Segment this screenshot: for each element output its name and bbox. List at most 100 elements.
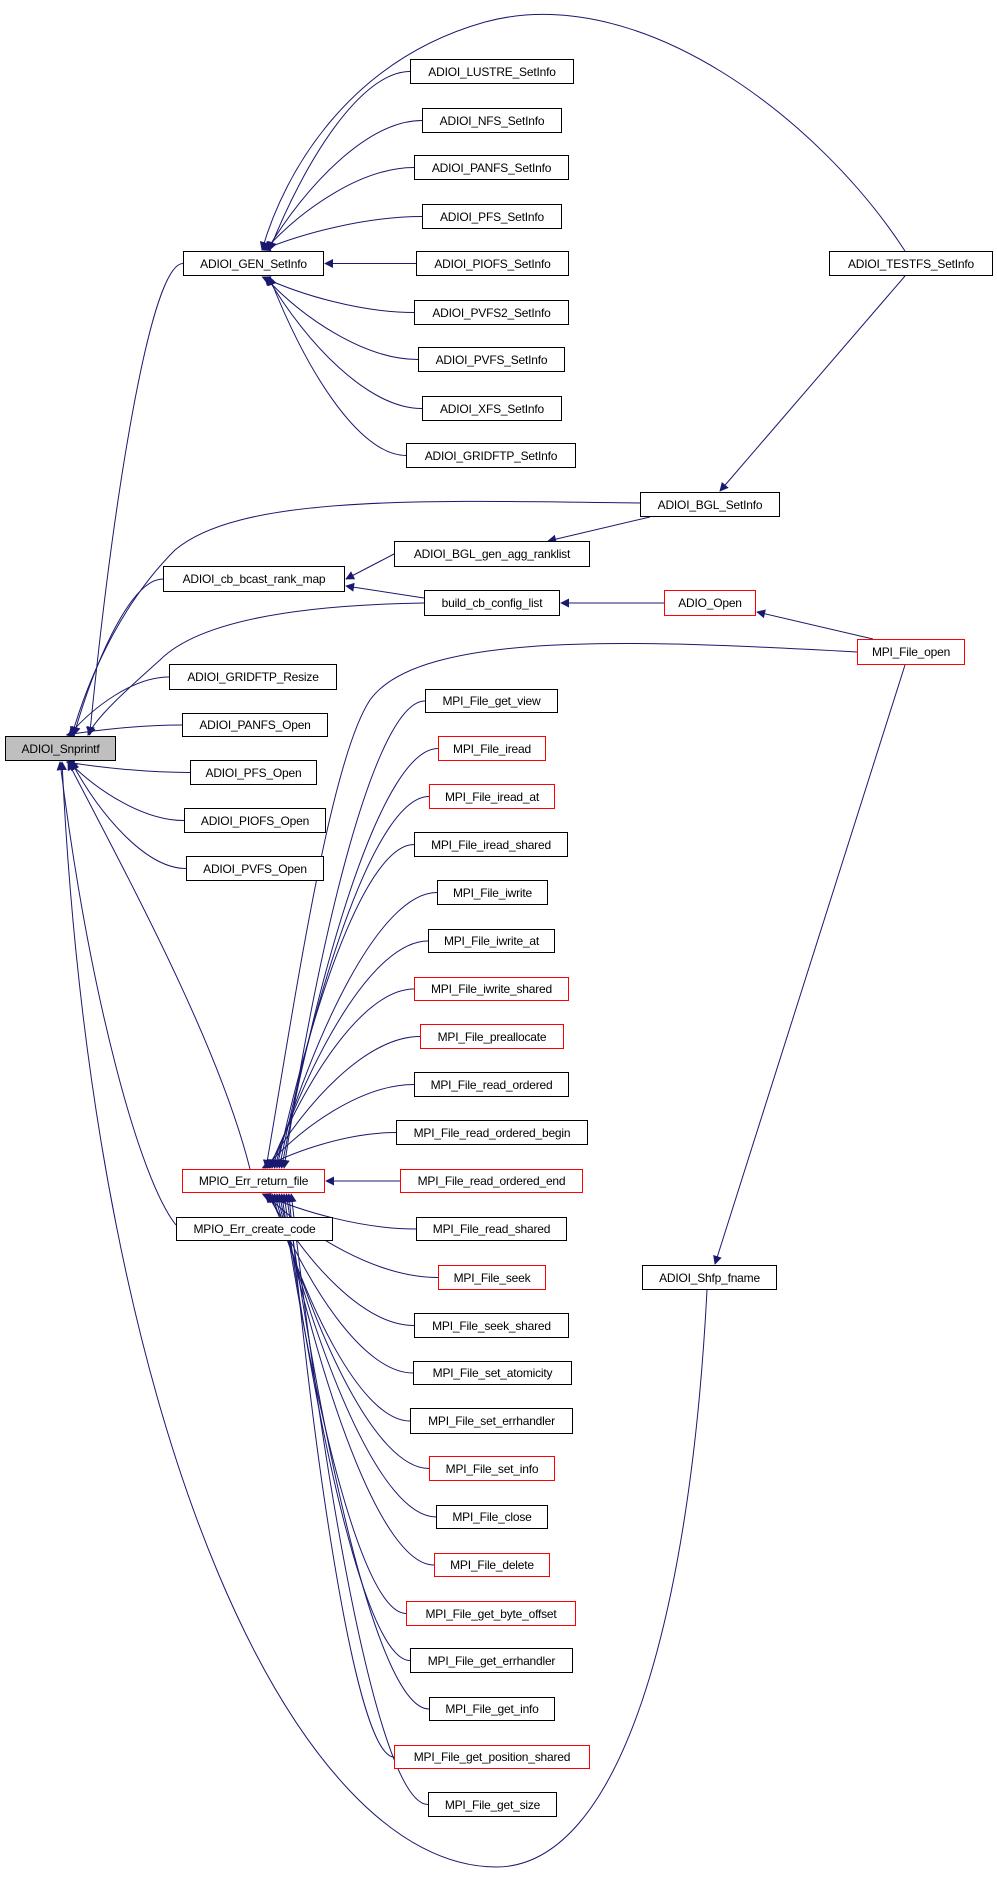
node-pvfs2-set[interactable]: ADIOI_PVFS2_SetInfo	[414, 300, 569, 325]
edge-build-cb-to-cb-bcast	[345, 582, 425, 599]
node-lustre[interactable]: ADIOI_LUSTRE_SetInfo	[410, 59, 574, 84]
node-set-errhandler[interactable]: MPI_File_set_errhandler	[410, 1408, 573, 1434]
node-iread-shared[interactable]: MPI_File_iread_shared	[414, 832, 568, 857]
node-label: MPI_File_open	[871, 645, 951, 659]
edge-cb-bcast-to-snprintf	[71, 578, 164, 736]
node-label: ADIOI_TESTFS_SetInfo	[847, 256, 975, 271]
node-iread-at[interactable]: MPI_File_iread_at	[429, 784, 555, 809]
node-panfs-set[interactable]: ADIOI_PANFS_SetInfo	[414, 155, 569, 180]
node-label: MPIO_Err_return_file	[198, 1174, 309, 1188]
node-label: MPI_File_get_info	[445, 1702, 539, 1716]
edge-build-cb-to-snprintf	[87, 602, 425, 736]
node-piofs-open[interactable]: ADIOI_PIOFS_Open	[184, 808, 326, 833]
node-panfs-open[interactable]: ADIOI_PANFS_Open	[182, 713, 328, 737]
node-cb-bcast[interactable]: ADIOI_cb_bcast_rank_map	[163, 566, 345, 592]
node-label: ADIOI_GRIDFTP_Resize	[187, 670, 319, 684]
edge-seek-to-err-return	[264, 1193, 439, 1278]
node-get-view[interactable]: MPI_File_get_view	[425, 689, 558, 713]
node-label: ADIOI_PVFS_Open	[203, 861, 307, 876]
node-file-open[interactable]: MPI_File_open	[857, 639, 965, 665]
node-seek[interactable]: MPI_File_seek	[438, 1265, 546, 1290]
node-get-info[interactable]: MPI_File_get_info	[429, 1697, 555, 1721]
node-read-ordered-end[interactable]: MPI_File_read_ordered_end	[400, 1169, 583, 1193]
edge-lustre-to-gen	[268, 71, 411, 251]
node-seek-shared[interactable]: MPI_File_seek_shared	[414, 1313, 569, 1338]
node-label: ADIOI_NFS_SetInfo	[439, 113, 545, 128]
node-build-cb[interactable]: build_cb_config_list	[424, 590, 560, 616]
node-get-errhandler[interactable]: MPI_File_get_errhandler	[410, 1648, 573, 1673]
edge-preallocate-to-err-return	[266, 1036, 421, 1169]
node-label: ADIO_Open	[678, 596, 742, 610]
node-label: MPI_File_get_view	[442, 694, 541, 708]
node-close[interactable]: MPI_File_close	[436, 1505, 548, 1529]
edge-ranklist-to-cb-bcast	[345, 553, 395, 580]
node-iread[interactable]: MPI_File_iread	[438, 736, 546, 761]
node-label: MPI_File_read_ordered_begin	[413, 1125, 571, 1140]
edge-delete-to-err-return	[276, 1193, 435, 1566]
node-get-position-shared[interactable]: MPI_File_get_position_shared	[394, 1745, 590, 1769]
node-label: MPI_File_get_errhandler	[427, 1653, 556, 1668]
edge-get-info-to-err-return	[283, 1193, 430, 1710]
node-gridftp-set[interactable]: ADIOI_GRIDFTP_SetInfo	[406, 443, 576, 468]
node-label: ADIOI_XFS_SetInfo	[440, 401, 544, 416]
node-set-info[interactable]: MPI_File_set_info	[429, 1456, 555, 1481]
node-get-size[interactable]: MPI_File_get_size	[428, 1792, 557, 1817]
node-label: MPI_File_iread_at	[445, 789, 539, 804]
node-read-ordered[interactable]: MPI_File_read_ordered	[414, 1072, 569, 1097]
node-nfs[interactable]: ADIOI_NFS_SetInfo	[422, 108, 562, 133]
edge-testfs-to-gen	[259, 13, 906, 252]
node-label: MPI_File_seek	[453, 1270, 531, 1285]
node-label: MPIO_Err_create_code	[193, 1222, 316, 1236]
node-set-atomicity[interactable]: MPI_File_set_atomicity	[413, 1361, 572, 1385]
edge-file-open-to-err-return	[262, 642, 858, 1169]
node-iwrite-shared[interactable]: MPI_File_iwrite_shared	[414, 977, 569, 1001]
edge-pvfs2-set-to-gen	[261, 276, 415, 313]
node-preallocate[interactable]: MPI_File_preallocate	[420, 1024, 564, 1049]
node-label: ADIOI_Snprintf	[21, 741, 100, 756]
edge-piofs-open-to-snprintf	[68, 761, 185, 821]
node-gridftp-resize[interactable]: ADIOI_GRIDFTP_Resize	[169, 664, 337, 690]
node-xfs-set[interactable]: ADIOI_XFS_SetInfo	[422, 396, 562, 421]
node-piofs-set[interactable]: ADIOI_PIOFS_SetInfo	[416, 251, 569, 276]
node-pfs-set[interactable]: ADIOI_PFS_SetInfo	[422, 204, 562, 229]
edge-gridftp-set-to-gen	[268, 276, 407, 456]
edge-err-return-to-snprintf	[67, 761, 251, 1170]
node-adio-open[interactable]: ADIO_Open	[664, 590, 756, 616]
edge-xfs-set-to-gen	[266, 276, 423, 409]
edge-pvfs-open-to-snprintf	[70, 761, 187, 869]
edge-iwrite-at-to-err-return	[270, 940, 429, 1169]
node-label: ADIOI_BGL_SetInfo	[657, 497, 763, 512]
node-ranklist[interactable]: ADIOI_BGL_gen_agg_ranklist	[394, 541, 590, 567]
node-bgl-set[interactable]: ADIOI_BGL_SetInfo	[640, 492, 780, 517]
node-snprintf[interactable]: ADIOI_Snprintf	[5, 736, 116, 761]
node-label: ADIOI_LUSTRE_SetInfo	[428, 64, 556, 79]
node-label: ADIOI_PFS_SetInfo	[440, 209, 544, 224]
node-label: MPI_File_read_ordered_end	[417, 1174, 566, 1188]
node-iwrite-at[interactable]: MPI_File_iwrite_at	[428, 929, 555, 953]
edge-close-to-err-return	[274, 1193, 437, 1518]
edge-testfs-to-bgl-set	[719, 275, 906, 492]
node-label: MPI_File_set_info	[445, 1461, 539, 1476]
node-label: MPI_File_get_position_shared	[413, 1750, 571, 1764]
node-testfs[interactable]: ADIOI_TESTFS_SetInfo	[829, 251, 993, 276]
node-label: MPI_File_iread	[453, 741, 531, 756]
node-label: ADIOI_PVFS2_SetInfo	[432, 305, 551, 320]
node-delete[interactable]: MPI_File_delete	[434, 1553, 550, 1577]
node-gen[interactable]: ADIOI_GEN_SetInfo	[183, 251, 324, 276]
edge-pfs-open-to-snprintf	[65, 758, 191, 773]
node-pfs-open[interactable]: ADIOI_PFS_Open	[190, 760, 317, 785]
node-label: ADIOI_PIOFS_Open	[200, 813, 310, 828]
node-pvfs-open[interactable]: ADIOI_PVFS_Open	[186, 856, 324, 881]
node-iwrite[interactable]: MPI_File_iwrite	[437, 880, 548, 905]
node-pvfs-set[interactable]: ADIOI_PVFS_SetInfo	[418, 347, 565, 372]
node-err-create[interactable]: MPIO_Err_create_code	[176, 1217, 333, 1241]
edge-file-open-to-shfp	[713, 664, 906, 1265]
edge-get-position-shared-to-err-return	[285, 1193, 395, 1758]
edge-iwrite-to-err-return	[272, 892, 438, 1169]
node-err-return[interactable]: MPIO_Err_return_file	[182, 1169, 325, 1193]
node-read-shared[interactable]: MPI_File_read_shared	[416, 1217, 567, 1241]
node-read-ordered-begin[interactable]: MPI_File_read_ordered_begin	[396, 1120, 588, 1145]
node-get-byte-offset[interactable]: MPI_File_get_byte_offset	[406, 1601, 576, 1626]
node-shfp[interactable]: ADIOI_Shfp_fname	[642, 1265, 777, 1290]
node-label: ADIOI_PIOFS_SetInfo	[434, 256, 551, 271]
